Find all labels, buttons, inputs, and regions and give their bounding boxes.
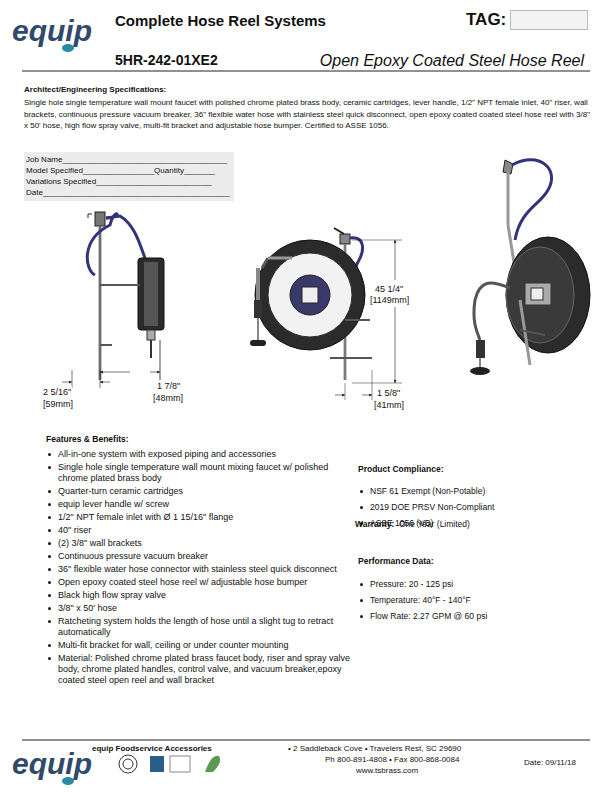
rule (22, 740, 590, 741)
performance-item: Pressure: 20 - 125 psi (370, 579, 453, 589)
section-heading: Performance Data: (358, 555, 434, 567)
list-row: Black high flow spray valve (46, 590, 358, 601)
list-row: Open epoxy coated steel hose reel w/ adj… (46, 577, 358, 588)
bullet-dot (48, 453, 51, 456)
dimension: [48mm] (152, 392, 184, 405)
tag-label: TAG: (466, 10, 506, 30)
section-heading: Warranty: (355, 518, 394, 530)
bullet-dot (48, 529, 51, 532)
feature-item: Material: Polished chrome plated brass f… (58, 653, 350, 685)
feature-item: 1/2" NPT female inlet with Ø 1 15/16" fl… (58, 512, 233, 522)
footer-address: • 2 Saddleback Cove • Travelers Rest, SC… (288, 743, 461, 755)
bullet-dot (360, 599, 363, 602)
bullet-dot (48, 581, 51, 584)
bullet-dot (48, 516, 51, 519)
side-view (62, 212, 164, 388)
dimension: [41mm] (373, 399, 405, 412)
dimension: [1149mm] (369, 294, 410, 307)
list-feat: All-in-one system with exposed piping an… (46, 449, 358, 686)
list-row: All-in-one system with exposed piping an… (46, 449, 358, 460)
job-info-panel: Job Name________________________________… (24, 152, 234, 201)
list-row: Temperature: 40°F - 140°F (358, 595, 588, 606)
list-row: 40" riser (46, 525, 358, 536)
bullet-dot (360, 506, 363, 509)
feature-item: 36" flexible water hose connector with s… (58, 564, 337, 574)
bullet-dot (48, 503, 51, 506)
bullet-dot (360, 615, 363, 618)
list-row: Pressure: 20 - 125 psi (358, 579, 588, 590)
bullet-dot (360, 583, 363, 586)
bullet-dot (48, 555, 51, 558)
bullet-dot (48, 607, 51, 610)
logo-text: equip (12, 16, 92, 46)
compliance-item: NSF 61 Exempt (Non-Potable) (370, 486, 485, 496)
compliance-item: 2019 DOE PRSV Non-Compliant (370, 502, 494, 512)
performance-item: Flow Rate: 2.27 GPM @ 60 psi (370, 611, 487, 621)
page-title: Complete Hose Reel Systems (115, 12, 326, 30)
section-heading: Product Compliance: (358, 463, 443, 475)
warranty-text: One Year (Limited) (399, 518, 470, 530)
list-row: Multi-fit bracket for wall, ceiling or u… (46, 640, 358, 651)
bullet-dot (48, 490, 51, 493)
dimension: [59mm] (42, 398, 74, 411)
list-row: 2019 DOE PRSV Non-Compliant (358, 502, 588, 513)
spec-text: Single hole single temperature wall moun… (24, 97, 590, 132)
model-number: 5HR-242-01XE2 (115, 50, 218, 70)
form-field: Date____________________________________… (26, 187, 230, 198)
list-row: Ratcheting system holds the length of ho… (46, 616, 358, 638)
feature-item: Single hole single temperature wall moun… (58, 462, 328, 483)
bullet-dot (48, 620, 51, 623)
list-row: Quarter-turn ceramic cartridges (46, 486, 358, 497)
list-row: NSF 61 Exempt (Non-Potable) (358, 486, 588, 497)
cert-icons (119, 755, 220, 773)
bullet-dot (48, 644, 51, 647)
rule (22, 71, 590, 72)
performance-item: Temperature: 40°F - 140°F (370, 595, 471, 605)
list-row: equip lever handle w/ screw (46, 499, 358, 510)
feature-item: (2) 3/8" wall brackets (58, 538, 142, 548)
feature-item: Continuous pressure vacuum breaker (58, 551, 208, 561)
tag-box (510, 10, 588, 30)
form-field: Variations Specified____________________… (26, 176, 230, 187)
footer-web: www.tsbrass.com (356, 765, 418, 777)
feature-item: Ratcheting system holds the length of ho… (58, 616, 333, 637)
feature-item: 40" riser (58, 525, 91, 535)
footer-date: Date: 09/11/18 (524, 757, 576, 769)
list-row: Single hole single temperature wall moun… (46, 462, 358, 484)
feature-item: Black high flow spray valve (58, 590, 166, 600)
form-field: Job Name________________________________… (26, 154, 230, 165)
footer-company: equip Foodservice Accessories (92, 743, 212, 755)
bullet-dot (48, 466, 51, 469)
feature-item: Quarter-turn ceramic cartridges (58, 486, 183, 496)
form-field: Model Specified________________Quantity_… (26, 165, 230, 176)
list-row: Material: Polished chrome plated brass f… (46, 653, 358, 686)
feature-item: Multi-fit bracket for wall, ceiling or u… (58, 640, 289, 650)
bullet-dot (48, 568, 51, 571)
footer-phone: Ph 800-891-4808 • Fax 800-868-0084 (325, 754, 459, 766)
list-perf: Pressure: 20 - 125 psiTemperature: 40°F … (358, 579, 588, 622)
feature-item: 3/8" x 50' hose (58, 603, 117, 613)
bullet-dot (48, 594, 51, 597)
section-heading: Features & Benefits: (46, 433, 129, 445)
list-row: 36" flexible water hose connector with s… (46, 564, 358, 575)
front-view (250, 228, 402, 400)
product-subtitle: Open Epoxy Coated Steel Hose Reel (300, 49, 584, 72)
list-row: Continuous pressure vacuum breaker (46, 551, 358, 562)
feature-item: equip lever handle w/ screw (58, 499, 169, 509)
perspective-view (470, 160, 590, 375)
tag-field: TAG: (466, 10, 588, 30)
bullet-dot (48, 657, 51, 660)
list-row: 1/2" NPT female inlet with Ø 1 15/16" fl… (46, 512, 358, 523)
spec-heading: Architect/Engineering Specifications: (24, 84, 166, 96)
feature-item: Open epoxy coated steel hose reel w/ adj… (58, 577, 307, 587)
list-row: Flow Rate: 2.27 GPM @ 60 psi (358, 611, 588, 622)
list-row: (2) 3/8" wall brackets (46, 538, 358, 549)
logo-text: equip (12, 749, 92, 779)
bullet-dot (360, 490, 363, 493)
bullet-dot (48, 542, 51, 545)
list-row: 3/8" x 50' hose (46, 603, 358, 614)
feature-item: All-in-one system with exposed piping an… (58, 449, 276, 459)
